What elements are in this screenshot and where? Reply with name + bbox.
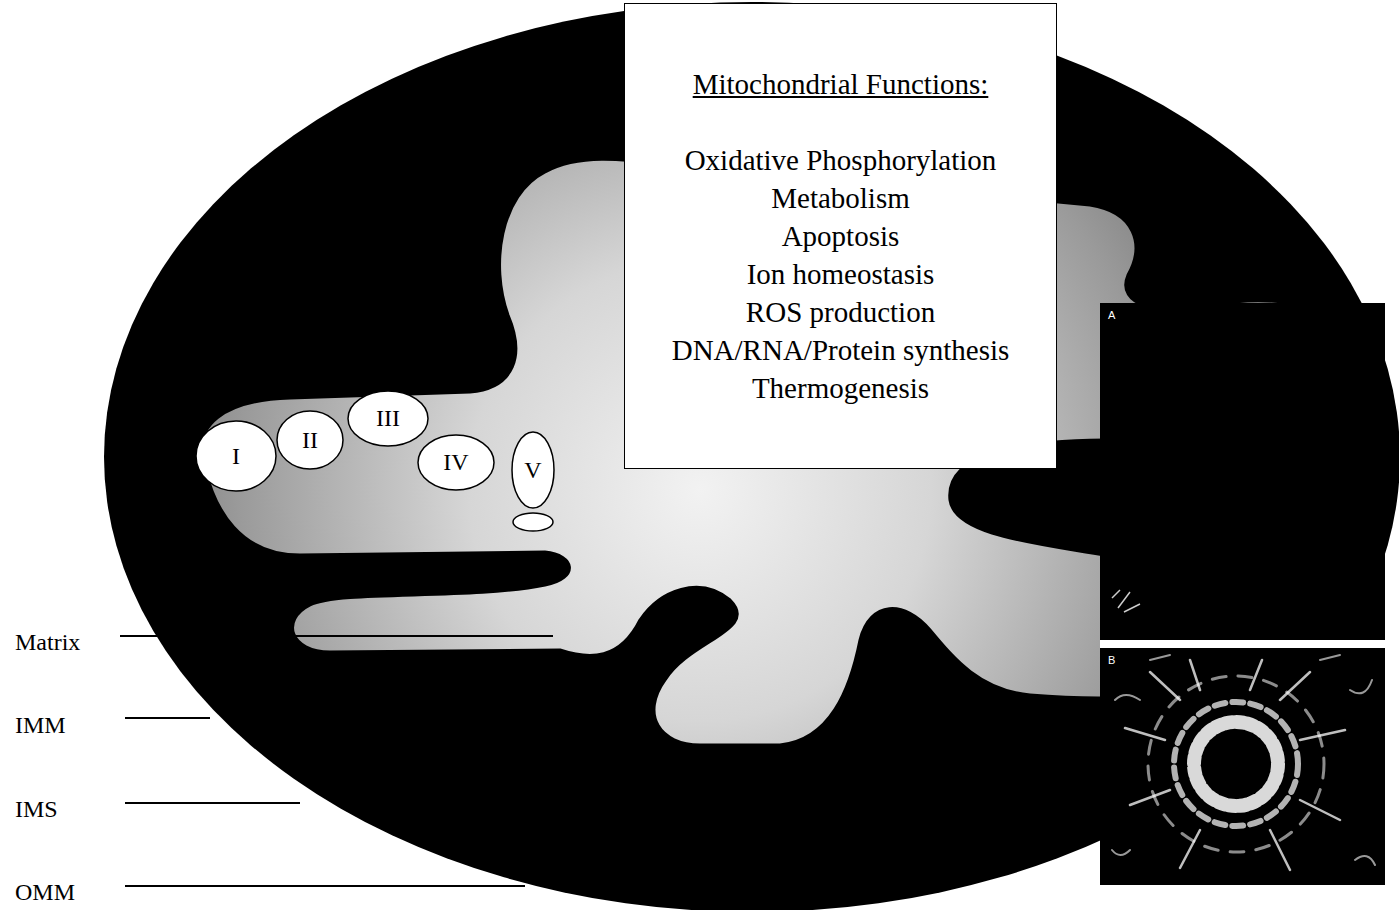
micrograph-panel <box>1100 648 1385 885</box>
complex-label: IV <box>443 449 468 476</box>
function-item: Oxidative Phosphorylation <box>685 141 997 179</box>
complex-label-wrap: II <box>276 410 344 470</box>
box-heading: Mitochondrial Functions: <box>693 65 989 103</box>
complex-ellipse: I <box>195 420 277 492</box>
panel-letter: B <box>1108 654 1115 666</box>
complex-outline <box>348 391 428 446</box>
function-item: Ion homeostasis <box>747 255 935 293</box>
leader-line <box>125 885 525 887</box>
leader-line <box>125 802 300 804</box>
micrograph-panel: B <box>1100 648 1385 885</box>
mitochondrial-network <box>1112 655 1375 870</box>
function-item: DNA/RNA/Protein synthesis <box>672 331 1010 369</box>
complex-outline <box>418 435 494 490</box>
function-item: Apoptosis <box>782 217 900 255</box>
function-item: Thermogenesis <box>752 369 929 407</box>
complex-outline <box>512 432 554 508</box>
complex-ellipse: III <box>347 390 429 447</box>
outer-membrane <box>104 2 1399 910</box>
panel-divider <box>1100 640 1385 648</box>
micrograph-panel: A <box>1100 303 1385 640</box>
layer-label: Matrix <box>15 628 80 656</box>
complex-ellipse: IV <box>417 434 495 491</box>
leader-line <box>125 717 210 719</box>
complex-outline <box>196 421 276 491</box>
complex-label: V <box>524 457 541 484</box>
complex-ellipse: II <box>276 410 344 470</box>
function-item: ROS production <box>746 293 935 331</box>
complex-label-wrap: V <box>511 431 555 509</box>
leader-line <box>120 635 553 637</box>
complex-label-wrap: I <box>195 420 277 492</box>
micrograph-panel <box>1100 303 1385 640</box>
micrograph-marks <box>1112 590 1140 612</box>
complex-outline <box>277 411 343 469</box>
complex-label-wrap: IV <box>417 434 495 491</box>
layer-label: OMM <box>15 878 75 906</box>
layer-label: IMM <box>15 711 66 739</box>
complex-label: II <box>302 427 318 454</box>
atp-synthase-base <box>513 513 553 531</box>
complex-label: I <box>232 443 240 470</box>
function-item: Metabolism <box>771 179 910 217</box>
panel-letter: A <box>1108 309 1115 321</box>
complex-label-wrap: III <box>347 390 429 447</box>
complex-label: III <box>376 405 400 432</box>
functions-box: Mitochondrial Functions: Oxidative Phosph… <box>624 3 1057 469</box>
layer-label: IMS <box>15 795 58 823</box>
complex-ellipse: V <box>511 431 555 509</box>
